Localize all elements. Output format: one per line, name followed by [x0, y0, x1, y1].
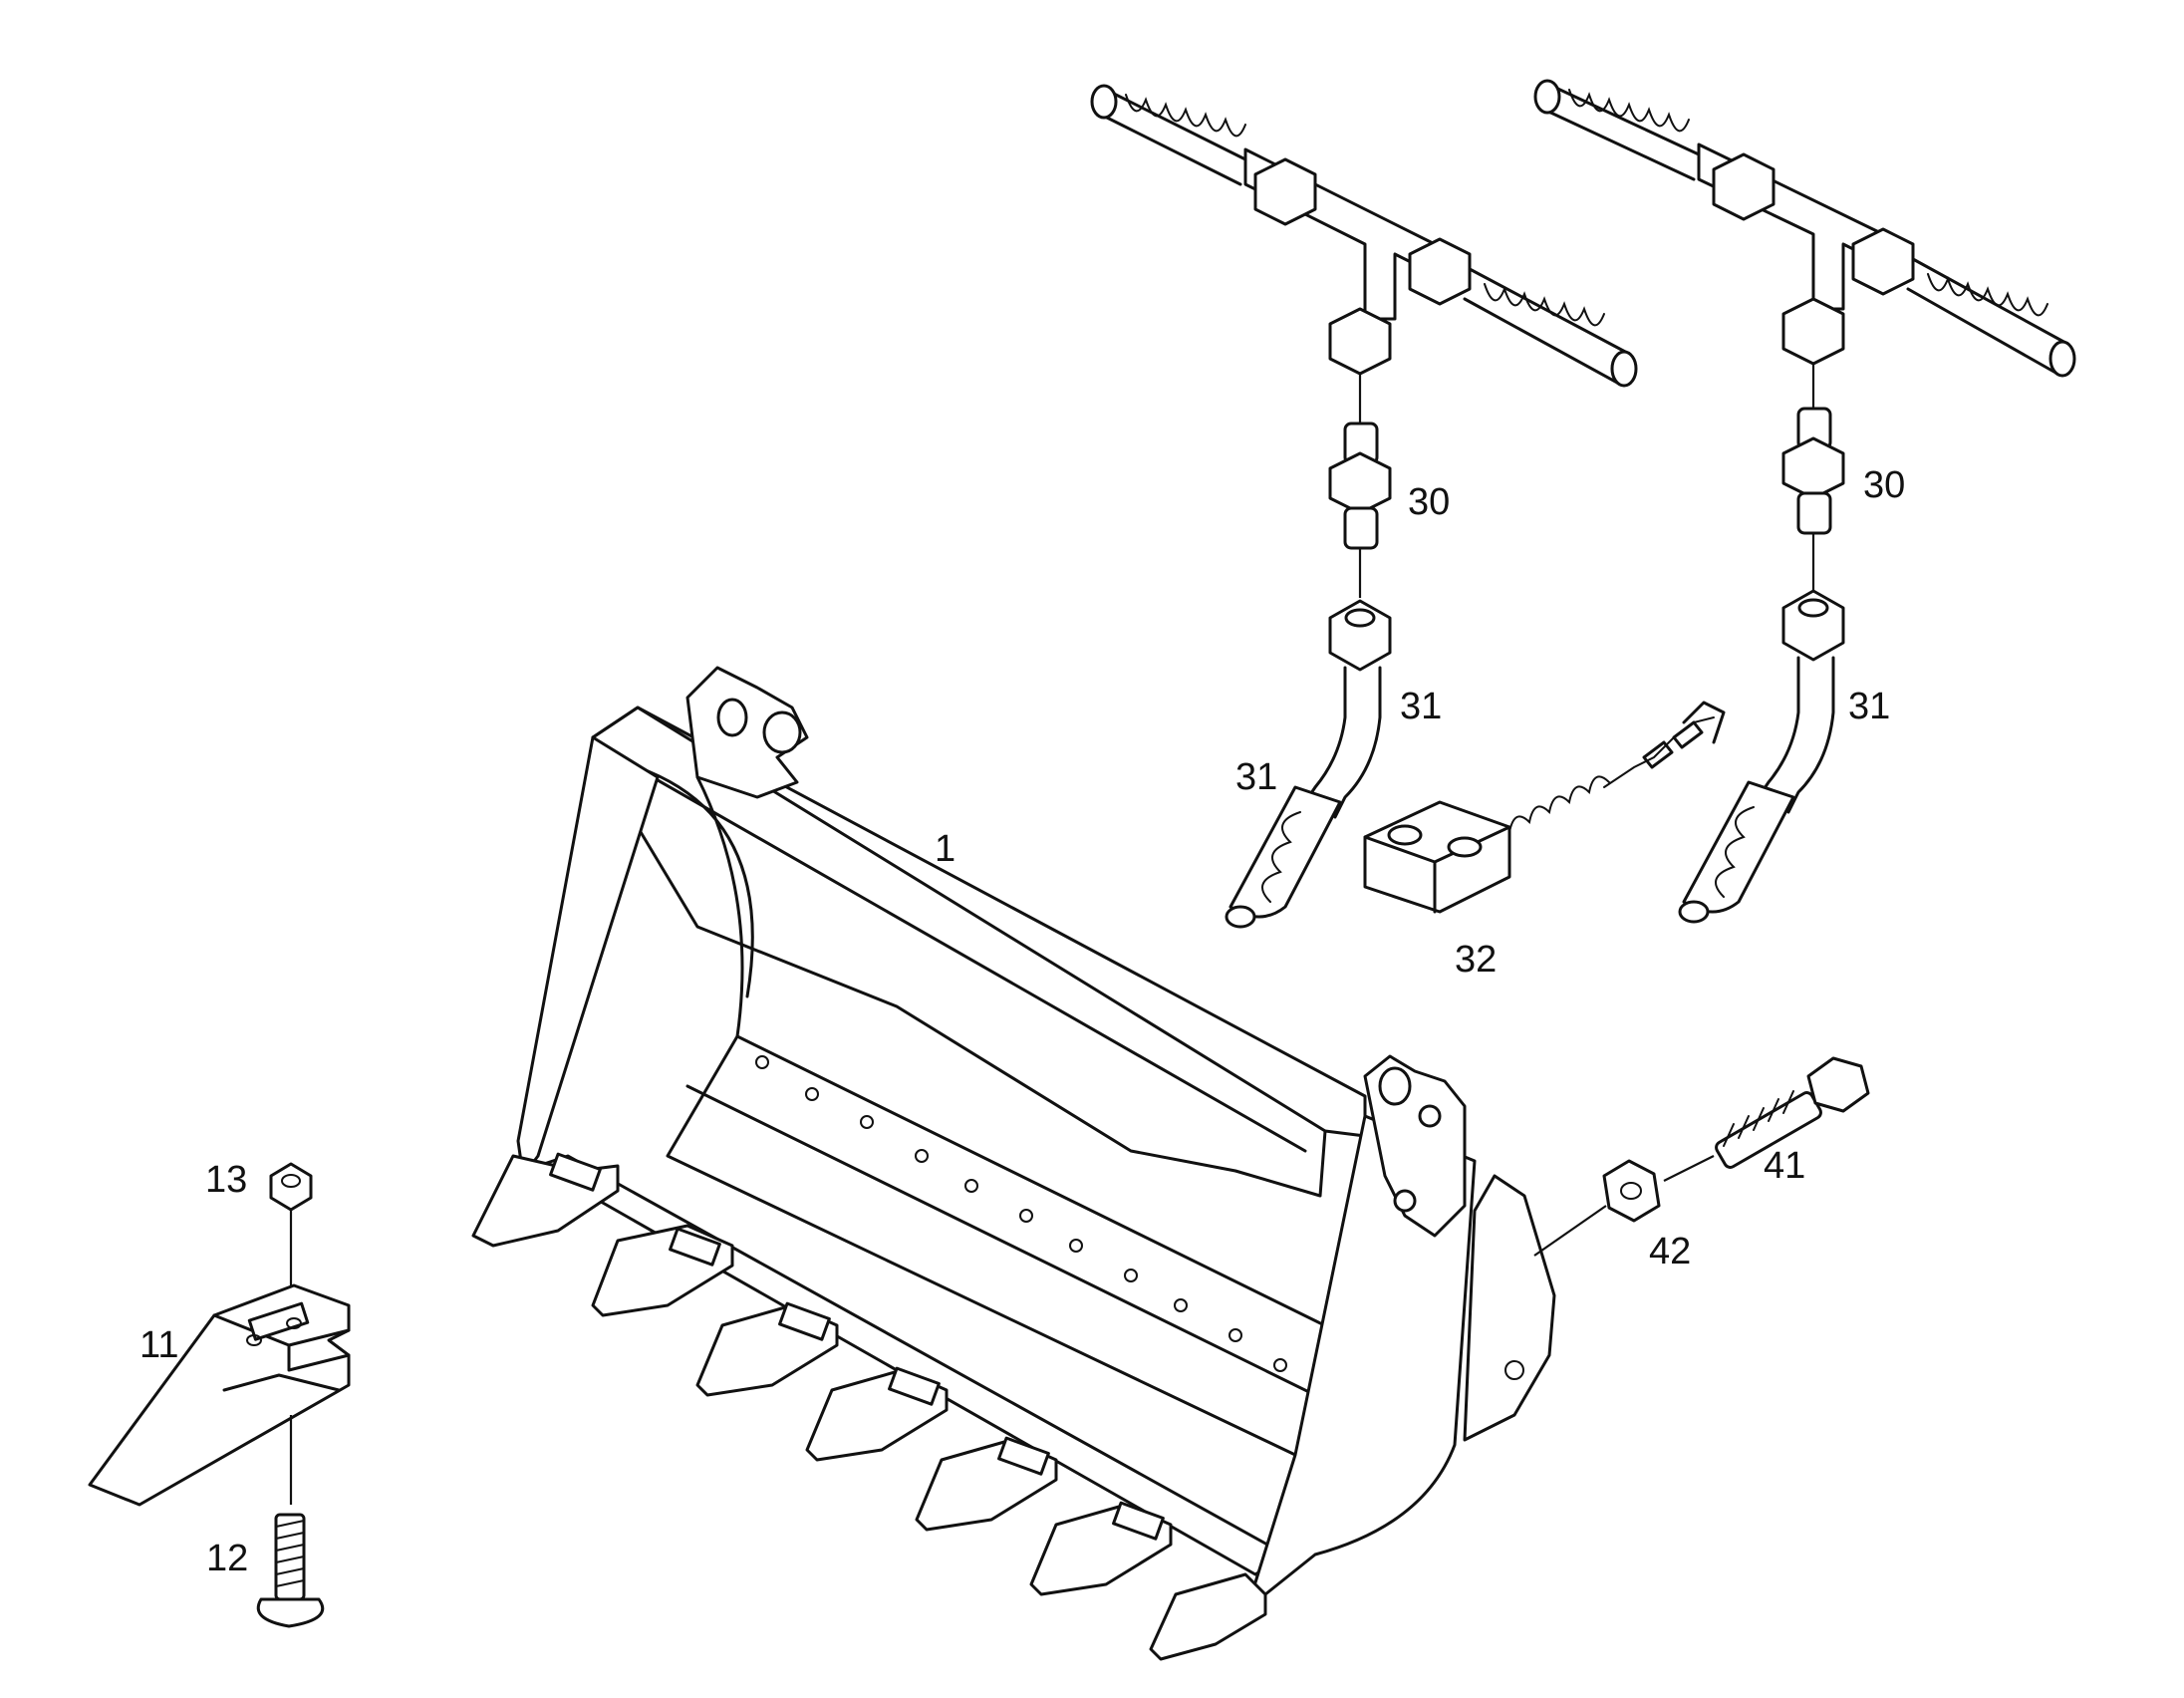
right-adapter-fitting — [1781, 407, 1845, 535]
left-tee-nut-2 — [1408, 237, 1472, 306]
left-tee-hose-left-end — [1090, 84, 1247, 186]
callout-adapter-right: 30 — [1863, 464, 1905, 506]
right-hose-tee-assembly — [1533, 79, 2076, 924]
pivot-nut — [1602, 1159, 1661, 1223]
callout-pivot-bolt: 41 — [1764, 1145, 1805, 1187]
tooth-detail-assembly — [88, 1162, 351, 1628]
right-tee-nut-1 — [1712, 152, 1775, 221]
left-tee-nut-3 — [1328, 307, 1392, 376]
callout-hose-left-lower: 31 — [1235, 756, 1277, 798]
left-tee-hose-right-end — [1463, 267, 1638, 388]
left-tee-nut-1 — [1253, 157, 1317, 226]
callout-tooth-nut: 13 — [205, 1159, 247, 1201]
callout-adapter-left: 30 — [1408, 481, 1450, 523]
callout-hose-left-upper: 31 — [1400, 686, 1442, 727]
left-hose-tee-assembly — [1090, 84, 1638, 929]
loader-bucket — [471, 666, 1556, 1661]
weight-block-with-spring — [1363, 701, 1726, 914]
pivot-bolt — [1715, 1056, 1870, 1169]
right-tee-hose-left-end — [1533, 79, 1701, 181]
left-hose-fitting — [1225, 599, 1392, 929]
callout-tooth: 11 — [139, 1324, 178, 1366]
right-tee-nut-2 — [1851, 227, 1915, 296]
left-pivot-bracket — [685, 666, 809, 799]
right-pivot-bracket — [1363, 1054, 1467, 1238]
right-tee-hose-right-end — [1906, 257, 2076, 378]
callout-pivot-nut: 42 — [1649, 1231, 1691, 1273]
left-adapter-fitting — [1328, 422, 1392, 550]
bucket-teeth-row — [471, 1152, 1267, 1661]
callout-weight-block: 32 — [1455, 939, 1497, 981]
callout-bucket: 1 — [935, 828, 956, 870]
bucket-edge-holes — [755, 1055, 1287, 1372]
right-hose-fitting — [1678, 589, 1845, 924]
tooth-nut — [269, 1162, 313, 1212]
tooth-bolt — [256, 1513, 325, 1628]
callout-tooth-bolt: 12 — [206, 1538, 248, 1579]
callout-hose-right: 31 — [1848, 686, 1890, 727]
tooth — [88, 1283, 351, 1507]
right-tee-nut-3 — [1781, 297, 1845, 366]
